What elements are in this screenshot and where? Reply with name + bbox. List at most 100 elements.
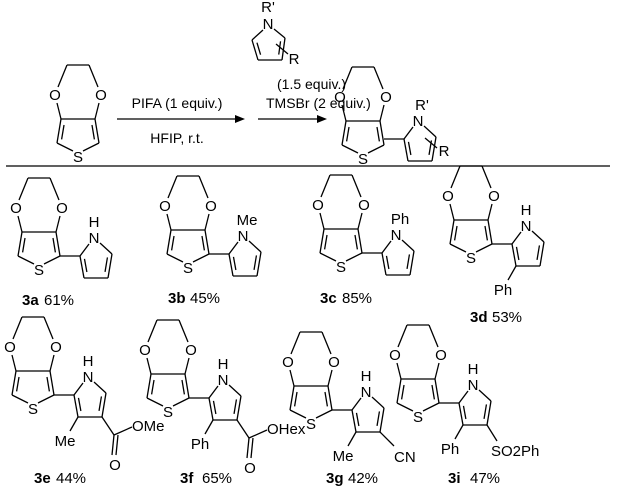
bond [396,362,402,380]
bond [56,142,74,152]
double-bond [354,234,359,250]
double-bond [104,257,109,272]
bond [531,230,545,243]
bond [321,331,332,355]
bond [511,231,522,245]
sulfur-atom: S [183,260,193,277]
bond [56,118,62,144]
substituent-bond [347,431,357,447]
bond [486,424,498,442]
bond [57,64,68,88]
bond [248,429,268,439]
bond [94,118,100,144]
bond [351,409,357,433]
bond [166,253,184,263]
pyrrole-3-substituent: Me [55,433,76,450]
nitrogen-atom: N [361,384,372,401]
bond [511,243,517,267]
r-substituent: R [439,143,450,160]
bond [315,409,333,419]
pyrrole-3-substituent: Ph [494,282,512,299]
bond [475,243,493,253]
bond [256,251,262,277]
oxygen-atom: O [435,347,447,364]
oxygen-atom: O [488,188,500,205]
bond [290,331,301,355]
nitrogen-atom: N [391,227,402,244]
bond [539,241,545,267]
bond [99,242,113,255]
bond [184,373,190,399]
bond [107,253,113,279]
bond [319,228,325,254]
bond [12,316,23,340]
double-bond [385,255,390,270]
bond [93,381,107,394]
bond [166,213,172,231]
bond [341,120,347,146]
double-bond [91,124,96,140]
sulfur-atom: S [28,401,38,418]
bond [371,396,385,409]
bond [172,397,190,407]
bond [228,253,234,277]
bond [341,144,359,154]
bond [246,437,250,459]
substituent-bond [204,419,214,435]
bond [481,165,492,189]
double-bond [453,225,458,241]
bond [147,319,158,343]
nitrogen-atom: N [263,16,274,33]
double-bond [323,234,328,250]
bond [422,402,440,412]
oxygen-atom: O [312,197,324,214]
sulfur-atom: S [34,262,44,279]
bond [101,416,115,436]
oxygen-atom: O [442,188,454,205]
oxygen-atom: O [328,354,340,371]
compound-yield: 47% [470,470,500,487]
bond [351,397,362,411]
bond [401,239,415,252]
bond [379,431,395,447]
bond [431,136,437,162]
bond [204,213,210,231]
double-bond [201,235,206,251]
double-bond [400,384,405,400]
reagent-pyrrole: NR'R [251,0,300,68]
double-bond [46,376,51,392]
bond [289,369,295,387]
bond [248,240,262,253]
bond [17,255,35,265]
bond [167,175,178,199]
bond [208,397,214,421]
bond [228,384,242,397]
bond [198,175,209,199]
bond [178,319,189,343]
compound-id: 3f [180,470,194,487]
sulfur-atom: S [466,250,476,267]
bond [208,385,219,399]
double-bond [98,396,103,411]
oxygen-atom: O [205,198,217,215]
bond [327,369,333,387]
bond [449,243,467,253]
n-substituent: H [83,353,94,370]
bond [236,419,250,439]
oxygen-atom: O [139,342,151,359]
bond [204,229,210,255]
bond [79,255,85,279]
reagent-amount: (1.5 equiv.) [277,76,346,92]
double-bond [77,397,82,412]
double-bond [407,141,412,156]
bond [367,144,385,154]
n-substituent: Me [237,212,258,229]
sulfur-atom: S [306,416,316,433]
